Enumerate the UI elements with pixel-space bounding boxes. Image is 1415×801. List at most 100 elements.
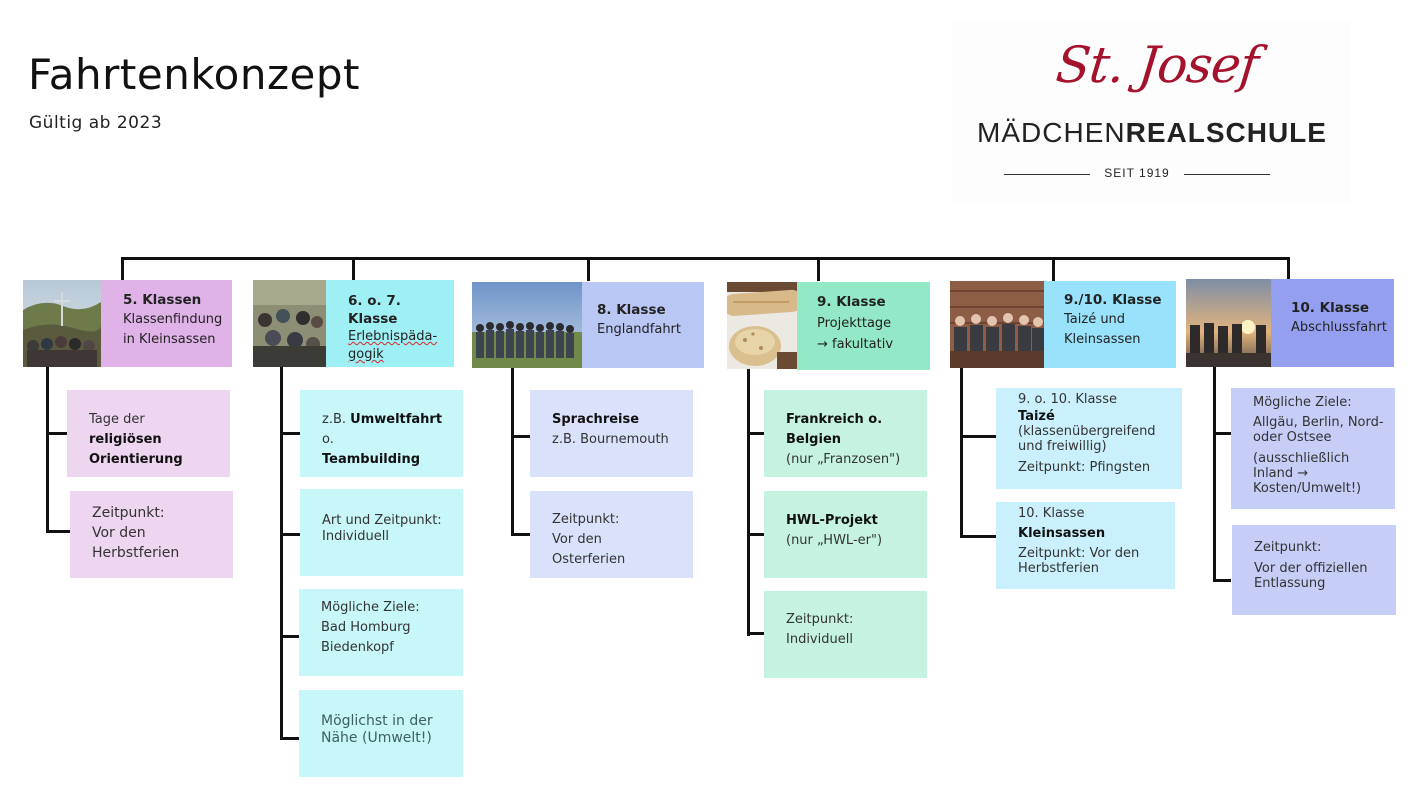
col6-branch-1 [1213, 432, 1231, 435]
header-line: Klassenfindung [123, 312, 223, 327]
drop-connector-3 [587, 257, 590, 281]
col6-connector [1213, 367, 1216, 582]
klassen5-photo [23, 280, 101, 367]
col4-branch-2 [747, 533, 764, 536]
detail-box: Frankreich o. Belgien (nur „Franzosen") [764, 390, 927, 477]
col6-branch-2 [1213, 579, 1231, 582]
detail-line: Zeitpunkt: [1254, 540, 1322, 555]
header-line: Projekttage [817, 316, 892, 331]
detail-box: HWL-Projekt (nur „HWL-er") [764, 491, 927, 578]
detail-line: Orientierung [89, 450, 216, 470]
detail-line: Möglichst in der [321, 713, 433, 729]
detail-line: Kleinsassen [1018, 526, 1165, 541]
header-klasse9: 9. Klasse Projekttage → fakultativ [797, 282, 930, 370]
col1-connector [46, 367, 49, 532]
detail-line: Bad Homburg [321, 620, 411, 635]
col3-branch-1 [511, 435, 530, 438]
detail-line: Herbstferien [92, 545, 180, 561]
detail-line: Zeitpunkt: Pfingsten [1018, 460, 1151, 475]
text-bold: Teambuilding [322, 452, 421, 467]
detail-line: 9. o. 10. Klasse [1018, 392, 1117, 407]
detail-line: Zeitpunkt: [552, 512, 620, 527]
col2-connector [280, 367, 283, 740]
detail-box: 9. o. 10. Klasse Taizé (klassenübergreif… [996, 388, 1182, 489]
logo-since: SEIT 1919 [1004, 165, 1270, 183]
header-klasse910: 9./10. Klasse Taizé und Kleinsassen [1044, 281, 1176, 368]
detail-box: Tage der religiösen Orientierung [67, 390, 230, 477]
detail-box: Zeitpunkt: Vor den Osterferien [530, 491, 693, 578]
text-bold: Kleinsassen [1018, 526, 1106, 541]
detail-line: Mögliche Ziele: [1253, 395, 1352, 410]
detail-box: 10. Klasse Kleinsassen Zeitpunkt: Vor de… [996, 502, 1175, 589]
detail-line: Entlassung [1254, 576, 1326, 591]
header-klasse10: 10. Klasse Abschlussfahrt [1271, 279, 1394, 367]
detail-box: Mögliche Ziele: Allgäu, Berlin, Nord- od… [1231, 388, 1395, 509]
col4-branch-1 [747, 432, 764, 435]
klasse8-photo [472, 282, 582, 368]
detail-line: Zeitpunkt: Vor den [1018, 546, 1140, 561]
col2-branch-2 [280, 533, 300, 536]
col3-branch-2 [511, 533, 530, 536]
logo-rule-right [1184, 174, 1270, 175]
detail-line: Nähe (Umwelt!) [321, 730, 432, 746]
detail-line: Allgäu, Berlin, Nord- [1253, 415, 1384, 430]
detail-line: Biedenkopf [321, 640, 394, 655]
klasse6-photo [253, 280, 326, 367]
col5-connector [960, 368, 963, 538]
detail-line: Frankreich o. Belgien [786, 410, 913, 450]
detail-line: Herbstferien [1018, 561, 1100, 576]
text-bold: Frankreich o. Belgien [786, 412, 883, 447]
text-bold: Sprachreise [552, 412, 640, 427]
detail-line: 10. Klasse [1018, 506, 1085, 521]
detail-box: Möglichst in der Nähe (Umwelt!) [299, 690, 463, 777]
logo-since-text: SEIT 1919 [1104, 166, 1170, 180]
col2-branch-3 [280, 635, 300, 638]
detail-line: z.B. Umweltfahrt o. [322, 410, 449, 450]
col5-branch-1 [960, 435, 996, 438]
detail-line: z.B. Bournemouth [552, 432, 669, 447]
detail-line: (klassenübergreifend [1018, 424, 1156, 439]
header-heading: 9./10. Klasse [1064, 292, 1162, 308]
header-klassen5: 5. Klassen Klassenfindung in Kleinsassen [101, 280, 232, 367]
header-line: → fakultativ [817, 337, 894, 352]
header-line: Abschlussfahrt [1291, 320, 1387, 335]
detail-line: Sprachreise [552, 410, 679, 430]
header-line: gogik [348, 347, 384, 362]
detail-line: Vor den [92, 525, 146, 541]
top-connector [121, 257, 1290, 260]
header-line: Taizé und [1064, 312, 1126, 327]
drop-connector-6 [1287, 257, 1290, 281]
detail-box: Mögliche Ziele: Bad Homburg Biedenkopf [299, 589, 463, 676]
detail-line: Vor den Osterferien [552, 532, 626, 567]
drop-connector-4 [817, 257, 820, 281]
header-heading: 6. o. 7. Klasse [348, 293, 401, 327]
detail-box: Sprachreise z.B. Bournemouth [530, 390, 693, 477]
detail-line: HWL-Projekt [786, 511, 913, 531]
header-heading: 8. Klasse [597, 302, 666, 318]
detail-line: Tage der religiösen [89, 410, 216, 450]
detail-line: oder Ostsee [1253, 430, 1332, 445]
detail-box: Zeitpunkt: Individuell [764, 591, 927, 678]
header-heading: 9. Klasse [817, 294, 886, 310]
klasse910-photo [950, 281, 1044, 368]
text-bold: Umweltfahrt [350, 412, 443, 427]
drop-connector-2 [352, 257, 355, 281]
logo-rule-left [1004, 174, 1090, 175]
header-heading: 5. Klassen [123, 292, 202, 308]
logo-name-light: MÄDCHEN [977, 117, 1126, 148]
text-part: Tage der [89, 412, 145, 427]
detail-line: Mögliche Ziele: [321, 600, 420, 615]
detail-box: z.B. Umweltfahrt o. Teambuilding [300, 390, 463, 477]
header-line: Kleinsassen [1064, 332, 1141, 347]
detail-line: (nur „Franzosen") [786, 452, 901, 467]
detail-line: Vor der offiziellen [1254, 561, 1368, 576]
detail-line: Individuell [322, 529, 389, 544]
logo-script-text: St. Josef [1053, 36, 1261, 94]
detail-line: Kosten/Umwelt!) [1253, 481, 1362, 496]
logo-name-bold: REALSCHULE [1125, 117, 1327, 148]
text-part: z.B. [322, 412, 351, 427]
detail-line: Teambuilding [322, 450, 449, 470]
klasse10-photo [1186, 279, 1271, 367]
detail-line: Taizé [1018, 409, 1172, 424]
detail-box: Zeitpunkt: Vor den Herbstferien [70, 491, 233, 578]
